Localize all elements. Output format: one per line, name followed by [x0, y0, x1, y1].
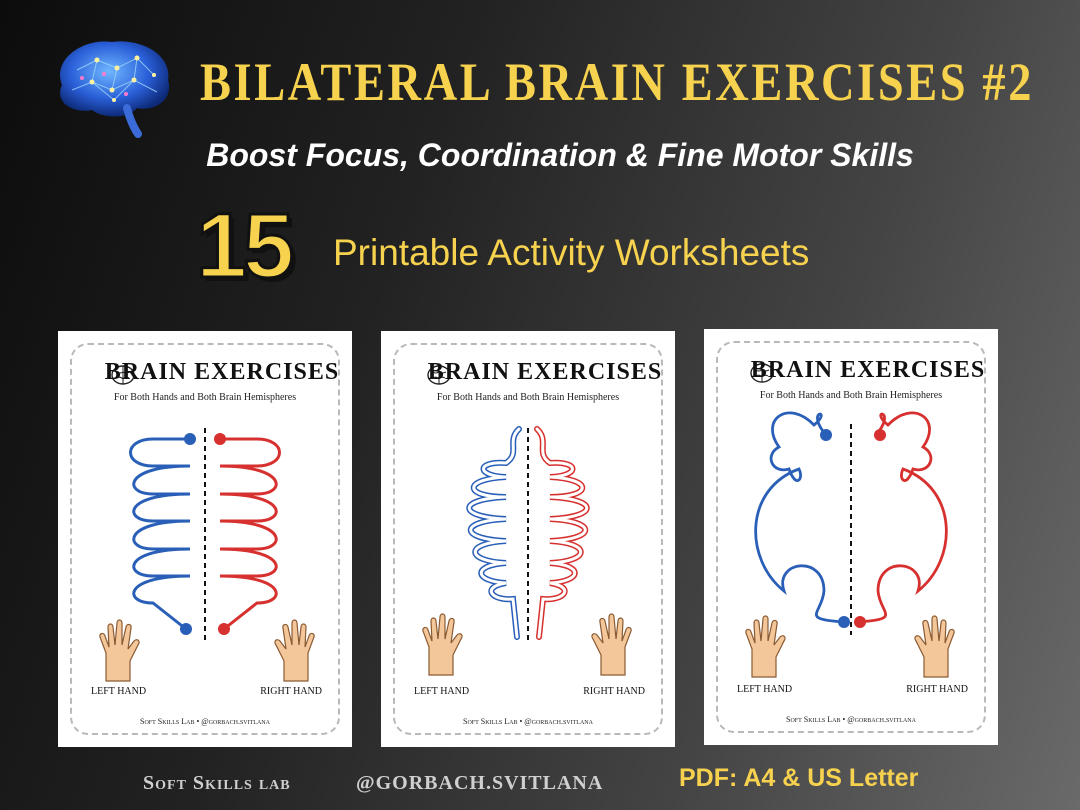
worksheet-title: BRAIN EXERCISES	[750, 357, 986, 383]
worksheet-title: BRAIN EXERCISES	[104, 359, 340, 385]
dashed-border	[393, 343, 663, 735]
left-hand-label: LEFT HAND	[737, 684, 793, 695]
worksheet-preview-2: BRAIN EXERCISES For Both Hands and Both …	[381, 331, 675, 747]
page-subtitle: Boost Focus, Coordination & Fine Motor S…	[206, 137, 914, 173]
left-hand-icon	[745, 615, 786, 678]
left-hand-icon	[99, 619, 140, 682]
worksheet-count: 15	[195, 195, 296, 298]
page-title: BILATERAL BRAIN EXERCISES #2	[200, 52, 1034, 112]
mini-brain-icon	[427, 365, 451, 385]
dashed-border	[70, 343, 340, 735]
worksheet-subtitle: For Both Hands and Both Brain Hemisphere…	[759, 390, 943, 401]
worksheet-drawing-3	[745, 363, 955, 678]
worksheet-subtitle: For Both Hands and Both Brain Hemisphere…	[436, 392, 620, 403]
footer-formats: PDF: A4 & US Letter	[679, 764, 919, 792]
right-hand-label: RIGHT HAND	[583, 686, 645, 697]
worksheet-preview-1: BRAIN EXERCISES For Both Hands and Both …	[58, 331, 352, 747]
left-hand-icon	[422, 613, 463, 676]
mini-brain-icon	[750, 363, 774, 383]
footer-brand: Soft Skills lab	[143, 772, 291, 794]
worksheet-drawing-1	[99, 365, 315, 682]
footer-handle: @GORBACH.SVITLANA	[356, 772, 604, 794]
worksheet-credit: Soft Skills Lab • @gorbach.svitlana	[463, 717, 593, 726]
right-hand-label: RIGHT HAND	[260, 686, 322, 697]
brain-icon	[60, 41, 170, 138]
worksheet-title: BRAIN EXERCISES	[427, 359, 663, 385]
mini-brain-icon	[111, 365, 135, 385]
worksheet-preview-3: BRAIN EXERCISES For Both Hands and Both …	[704, 329, 998, 745]
worksheet-subtitle: For Both Hands and Both Brain Hemisphere…	[113, 392, 297, 403]
right-hand-label: RIGHT HAND	[906, 684, 968, 695]
worksheet-count-label: Printable Activity Worksheets	[333, 232, 810, 273]
worksheet-credit: Soft Skills Lab • @gorbach.svitlana	[140, 717, 270, 726]
right-hand-icon	[274, 619, 315, 682]
right-hand-icon	[914, 615, 955, 678]
left-hand-label: LEFT HAND	[414, 686, 470, 697]
worksheet-drawing-2	[422, 365, 632, 676]
left-hand-label: LEFT HAND	[91, 686, 147, 697]
right-hand-icon	[591, 613, 632, 676]
dashed-border	[716, 341, 986, 733]
worksheet-credit: Soft Skills Lab • @gorbach.svitlana	[786, 715, 916, 724]
